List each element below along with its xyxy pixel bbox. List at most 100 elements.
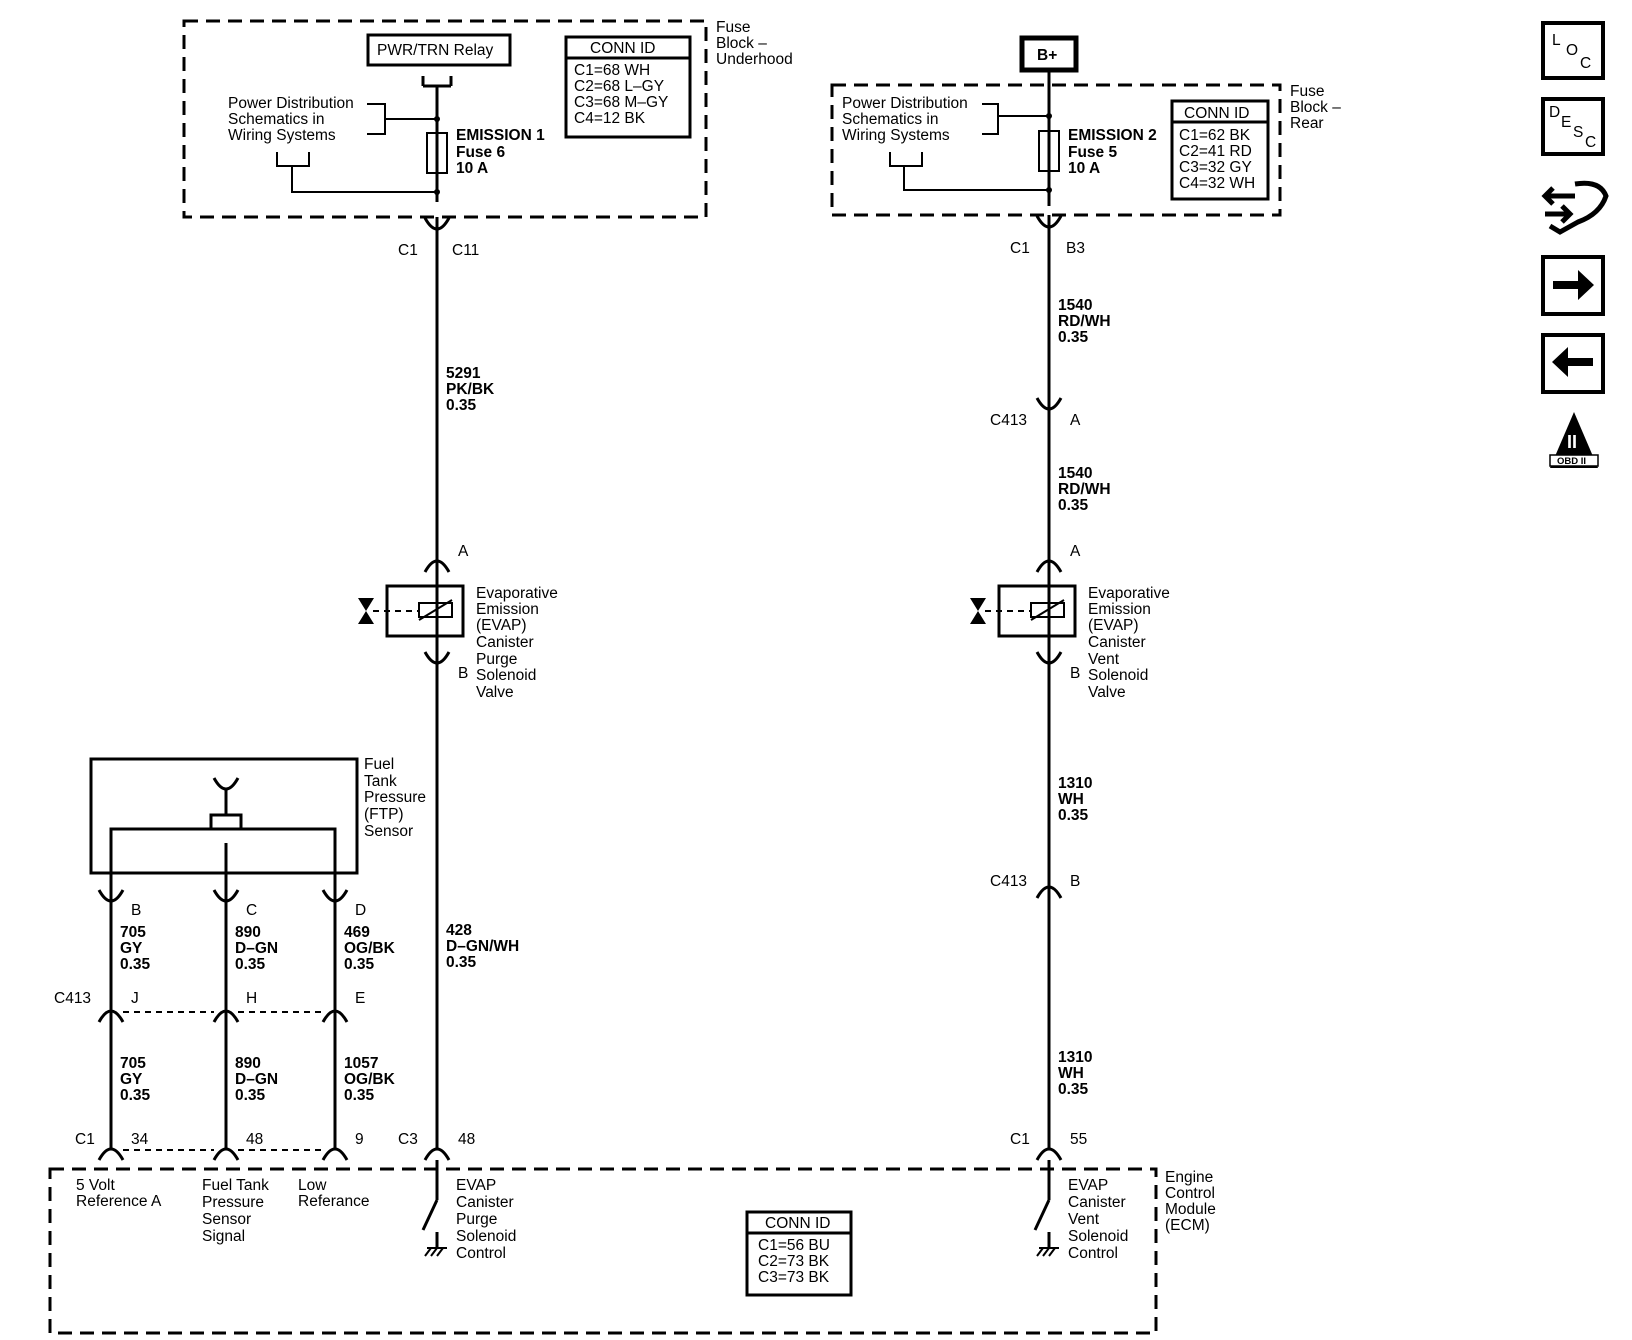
connector-c1-b3 — [1035, 215, 1063, 229]
battery-label: B+ — [1037, 47, 1057, 64]
rear-conn-label: C1 — [1010, 240, 1030, 257]
loc-letter-o: O — [1566, 42, 1578, 59]
ftp-sensor-pins — [97, 889, 349, 903]
desc-letter-s: S — [1573, 124, 1583, 141]
purge-pin-b-label: B — [458, 665, 468, 682]
c413-pin-e: E — [355, 990, 365, 1007]
ftp-pin-d: D — [355, 902, 366, 919]
obd-ii-icon[interactable] — [1550, 412, 1598, 468]
desc-letter-c: C — [1585, 134, 1596, 151]
rear-conn-id-list: C1=62 BK C2=41 RD C3=32 GY C4=32 WH — [1179, 127, 1256, 192]
wire-890-upper-label: 890 D–GN 0.35 — [235, 924, 282, 973]
wire-1310-lower-label: 1310 WH 0.35 — [1058, 1049, 1097, 1098]
connector-c413-b — [1035, 885, 1063, 899]
purge-solenoid-pin-a — [423, 559, 451, 573]
coil-slash — [1030, 599, 1065, 621]
loc-letter-l: L — [1552, 32, 1561, 49]
ftp-sensor: Fuel Tank Pressure (FTP) Sensor B C D 70… — [54, 756, 426, 1161]
ecm-outline — [48, 1167, 1158, 1335]
obd-text: OBD II — [1557, 456, 1586, 467]
ecm-ftp-signal-label: Fuel Tank Pressure Sensor Signal — [202, 1177, 273, 1245]
ecm-c1-ftp-connectors — [97, 1147, 349, 1161]
ftp-sensing-element — [209, 813, 243, 831]
connector-c1-c11 — [423, 217, 451, 231]
c413-b-label: C413 — [990, 873, 1027, 890]
underhood-conn-id-title: CONN ID — [590, 40, 655, 57]
ecm-purge-control-label: EVAP Canister Purge Solenoid Control — [456, 1177, 521, 1262]
vent-pin-b-label: B — [1070, 665, 1080, 682]
ecm-pin48-label: 48 — [458, 1131, 475, 1148]
wire-705-lower-label: 705 GY 0.35 — [120, 1055, 151, 1104]
ftp-internal-wiring — [109, 790, 337, 903]
location-button[interactable]: L O C — [1541, 21, 1605, 80]
purge-solenoid-label: Evaporative Emission (EVAP) Canister Pur… — [476, 585, 562, 701]
obd-ii-button[interactable]: II OBD II — [1549, 412, 1599, 468]
obd-banner — [1549, 454, 1599, 467]
left-arrow-glyph — [1552, 347, 1593, 377]
vent-solenoid-label: Evaporative Emission (EVAP) Canister Ven… — [1088, 585, 1174, 701]
fuse-block-rear: B+ Fuse Block – Rear Power Distribution … — [830, 35, 1345, 217]
side-nav: L O C D E S C II OBD II — [1541, 21, 1609, 468]
vent-solenoid-pin-a — [1035, 559, 1063, 573]
emission2-fuse-label: EMISSION 2 Fuse 5 10 A — [1068, 127, 1161, 177]
ecm: Engine Control Module (ECM) 5 Volt Refer… — [48, 1167, 1216, 1335]
ftp-pin-b: B — [131, 902, 141, 919]
underhood-conn-id-list: C1=68 WH C2=68 L–GY C3=68 M–GY C4=12 BK — [574, 62, 672, 127]
obd-numeral: II — [1567, 432, 1577, 452]
relay-output-symbol — [421, 76, 453, 88]
description-button[interactable]: D E S C — [1541, 97, 1605, 156]
location-icon[interactable] — [1541, 21, 1605, 80]
c413-a-pin: A — [1070, 412, 1081, 429]
vent-solenoid-circuit: C1 B3 1540 RD/WH 0.35 C413 A 1540 RD/WH … — [970, 215, 1174, 1257]
wire-1057-lower-label: 1057 OG/BK 0.35 — [344, 1055, 399, 1104]
vent-valve-icon — [970, 598, 986, 624]
pd-ref-bracket-rear — [889, 103, 1049, 191]
wire-428-label: 428 D–GN/WH 0.35 — [446, 922, 524, 971]
c413-pin-h: H — [246, 990, 257, 1007]
rear-conn-id-title: CONN ID — [1184, 105, 1249, 122]
ftp-sensor-body — [89, 757, 359, 875]
right-arrow-glyph — [1553, 270, 1594, 300]
ecm-c3-label: C3 — [398, 1131, 418, 1148]
wire-1310-upper-label: 1310 WH 0.35 — [1058, 775, 1097, 824]
ftp-wires — [109, 903, 337, 1150]
ecm-low-ref-label: Low Referance — [298, 1177, 370, 1210]
c413-pin-j: J — [131, 990, 139, 1007]
desc-letter-d: D — [1549, 104, 1560, 121]
pd-ref-underhood: Power Distribution Schematics in Wiring … — [228, 95, 358, 144]
ecm-conn-id-list: C1=56 BU C2=73 BK C3=73 BK — [758, 1237, 834, 1286]
emission2-fuse-symbol — [1038, 130, 1060, 172]
wrench-button[interactable] — [1541, 180, 1609, 235]
wire-5291-label: 5291 PK/BK 0.35 — [446, 365, 499, 414]
connector-c1-55 — [1035, 1147, 1063, 1161]
fuse-block-rear-title: Fuse Block – Rear — [1290, 83, 1345, 132]
fuse-block-underhood: Fuse Block – Underhood PWR/TRN Relay Pow… — [182, 19, 793, 219]
purge-valve-icon — [358, 598, 374, 624]
previous-button[interactable] — [1541, 333, 1605, 394]
ecm-c1-ftp-label: C1 — [75, 1131, 95, 1148]
next-button[interactable] — [1541, 255, 1605, 316]
purge-solenoid-circuit: C1 C11 5291 PK/BK 0.35 A B Evaporative E… — [358, 217, 562, 1257]
pwr-trn-relay-box — [366, 33, 512, 67]
fuse-block-underhood-title: Fuse Block – Underhood — [716, 19, 793, 68]
vent-pin-a-label: A — [1070, 543, 1081, 560]
wire-1540-upper-label: 1540 RD/WH 0.35 — [1058, 297, 1115, 346]
wire-890-lower-label: 890 D–GN 0.35 — [235, 1055, 282, 1104]
pwr-trn-relay-label: PWR/TRN Relay — [377, 42, 494, 59]
description-icon[interactable] — [1541, 97, 1605, 156]
vent-driver-switch — [1033, 1160, 1051, 1248]
c413-jhe-label: C413 — [54, 990, 91, 1007]
purge-pin-a-label: A — [458, 543, 469, 560]
emission1-fuse-label: EMISSION 1 Fuse 6 10 A — [456, 127, 549, 177]
purge-driver-switch — [421, 1160, 439, 1248]
loc-letter-c: C — [1580, 55, 1591, 72]
wrench-icon[interactable] — [1541, 180, 1609, 235]
ecm-5v-ref-label: 5 Volt Reference A — [76, 1177, 162, 1210]
ecm-conn-id-title: CONN ID — [765, 1215, 830, 1232]
coil-slash — [418, 599, 453, 621]
ecm-pin55-label: 55 — [1070, 1131, 1087, 1148]
desc-letter-e: E — [1561, 114, 1571, 131]
ecm-pin34: 34 — [131, 1131, 149, 1148]
connector-c3-48 — [423, 1147, 451, 1161]
